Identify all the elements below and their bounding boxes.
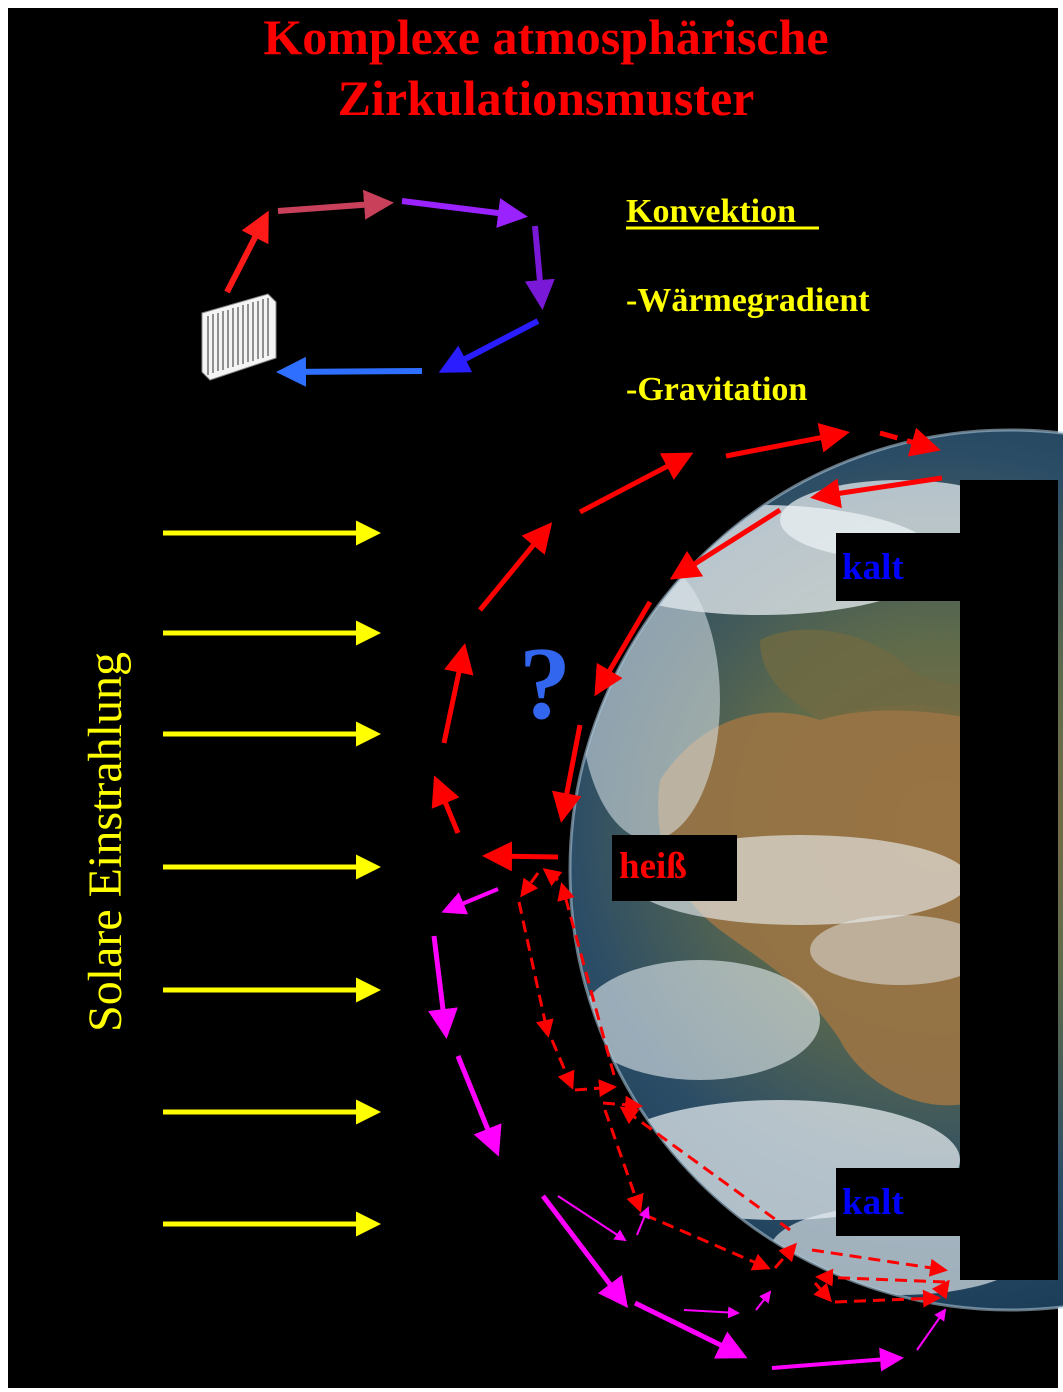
circ-s-arrow (815, 1268, 946, 1287)
circ-m-arrow-thin (916, 1308, 947, 1351)
convection-item-gravity: -Gravitation (626, 371, 807, 408)
circ-s-arrow (644, 1213, 771, 1271)
circ-n-arrow (594, 600, 653, 697)
solar-arrows (163, 520, 381, 1237)
circulation-magenta (428, 887, 947, 1372)
circ-m-arrow-thin (755, 1290, 772, 1311)
circ-n-arrow (669, 507, 782, 580)
label-box-north (836, 533, 960, 601)
circ-s-arrow (557, 882, 616, 1076)
circulation-north (431, 423, 943, 872)
circ-s-arrow (542, 868, 563, 887)
circ-m-arrow (771, 1347, 904, 1372)
circ-s-arrow (931, 1279, 950, 1300)
solar-radiation-label: Solare Einstrahlung (79, 652, 132, 1032)
title-line-1: Komplexe atmosphärische (263, 9, 828, 65)
circ-m-arrow (455, 1055, 502, 1157)
circ-n-arrow (810, 475, 943, 509)
circ-s-arrow (834, 1289, 941, 1308)
title-line-2: Zirkulationsmuster (338, 70, 755, 126)
label-hot-equator: heiß (619, 846, 687, 887)
circulation-south (517, 868, 950, 1308)
label-cold-north: kalt (842, 547, 904, 588)
circ-n-arrow (441, 643, 474, 744)
circ-n-arrow (478, 522, 553, 612)
convection-arrow-up (224, 210, 269, 294)
circ-m-arrow (541, 1194, 629, 1308)
circ-n-arrow (482, 841, 559, 872)
circ-s-arrow (773, 1242, 797, 1269)
circ-s-arrow (813, 1282, 832, 1303)
circ-n-arrow (431, 775, 461, 834)
convection-arrow-left (276, 356, 423, 387)
convection-arrow-down (524, 225, 555, 310)
circ-m-arrow (441, 887, 499, 915)
circ-s-arrow (602, 1095, 643, 1114)
circ-m-arrow (633, 1300, 748, 1359)
label-cold-south: kalt (842, 1182, 904, 1223)
convection-arrow-right-1 (277, 189, 394, 220)
convection-arrow-down-left (438, 318, 540, 373)
circ-m-arrow-thin (636, 1206, 650, 1236)
circ-n-arrow (578, 452, 694, 515)
convection-heading: Konvektion (626, 193, 796, 230)
circ-n-arrow (552, 724, 583, 823)
circ-s-arrow (619, 1106, 791, 1232)
circ-n-arrow (879, 427, 941, 457)
circ-m-arrow-thin (557, 1195, 627, 1242)
circ-s-arrow (517, 901, 554, 1038)
circ-m-arrow (428, 935, 458, 1039)
globe-cutoff (960, 480, 1058, 1280)
circ-s-arrow (811, 1248, 948, 1277)
convection-arrow-right-2 (401, 198, 528, 228)
circ-s-arrow (574, 1079, 617, 1098)
circ-s-arrow (550, 1039, 575, 1090)
circ-n-arrow (725, 423, 850, 459)
label-box-south (836, 1168, 960, 1236)
circ-m-arrow-thin (683, 1306, 740, 1319)
convection-loop (224, 189, 555, 387)
radiator-icon (201, 293, 277, 381)
question-mark: ? (519, 626, 571, 741)
circ-s-arrow (520, 872, 540, 898)
convection-item-gradient: -Wärmegradient (626, 282, 870, 319)
label-box-equator (612, 835, 737, 901)
